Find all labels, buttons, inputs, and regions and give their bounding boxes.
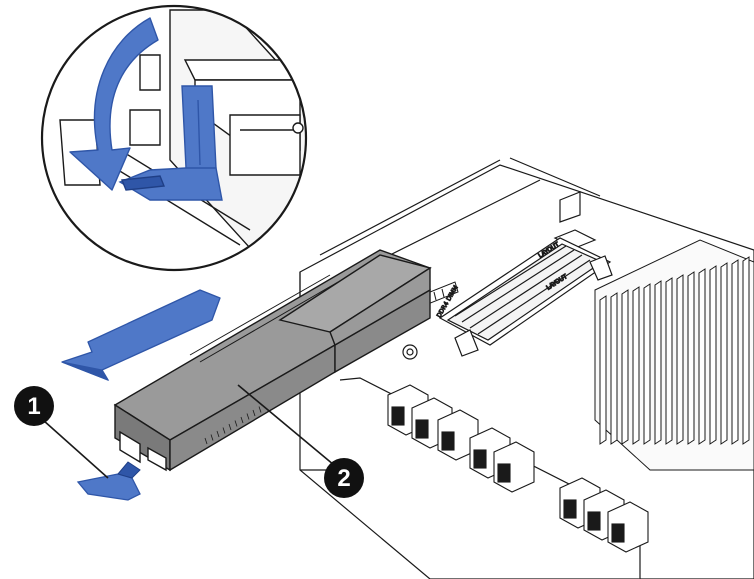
- port-opening: [587, 511, 601, 531]
- callout-2-number: 2: [337, 465, 350, 492]
- battery-vent: [204, 437, 208, 445]
- heat-sink-fin: [632, 286, 640, 445]
- magnifier-circle-icon: [40, 4, 308, 272]
- heat-sink-fin: [687, 271, 695, 445]
- callout-1-number: 1: [27, 393, 40, 420]
- heat-sink-fin: [698, 268, 706, 445]
- heat-sink-fin: [599, 295, 607, 445]
- battery-vent: [222, 427, 226, 434]
- port-opening: [611, 523, 625, 543]
- battery-vent: [234, 420, 238, 427]
- battery-vent: [252, 409, 256, 417]
- heat-sink-fin: [731, 259, 739, 445]
- port-opening: [391, 406, 405, 426]
- battery-vent: [246, 413, 250, 420]
- port-opening: [473, 449, 487, 469]
- port-opening: [415, 419, 429, 439]
- callout-1: 1: [14, 386, 109, 479]
- heat-sink-fin: [654, 280, 662, 445]
- battery-vent: [228, 423, 232, 431]
- heat-sink-fin: [742, 256, 750, 445]
- heat-sink-fin: [621, 289, 629, 445]
- heat-sink-fin: [643, 283, 651, 445]
- heat-sink-fin: [720, 262, 728, 445]
- heat-sink-fin: [709, 265, 717, 445]
- heat-sink: [594, 239, 754, 471]
- battery-vent: [258, 406, 262, 413]
- battery-vent: [210, 434, 214, 441]
- port-opening: [441, 431, 455, 451]
- heat-sink-fin: [676, 274, 684, 445]
- release-latch-icon: [76, 461, 141, 501]
- curved-arrow-icon: [69, 17, 159, 191]
- heat-sink-fin: [610, 292, 618, 445]
- battery-vent: [240, 416, 244, 424]
- battery-vent: [216, 430, 220, 438]
- battery-unit: [113, 249, 432, 472]
- dimm-slot: LAYOUT LAYOUT: [438, 237, 613, 357]
- port-array: [387, 384, 649, 553]
- port-opening: [563, 499, 577, 519]
- callout-2: 2: [237, 384, 364, 498]
- port-opening: [497, 463, 511, 483]
- heat-sink-fin: [665, 277, 673, 445]
- straight-arrow-icon: [61, 289, 221, 381]
